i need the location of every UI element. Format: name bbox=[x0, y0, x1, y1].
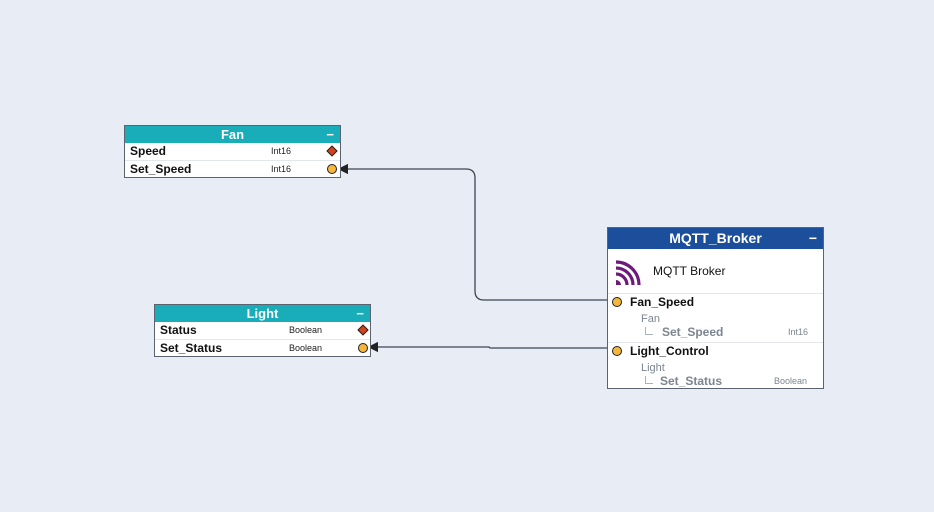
collapse-icon[interactable]: − bbox=[356, 306, 364, 321]
output-diamond-icon bbox=[357, 324, 369, 336]
channel-property: Set_Status bbox=[660, 374, 723, 388]
broker-label: MQTT Broker bbox=[653, 264, 726, 278]
light-row-set-status[interactable]: Set_Status Boolean bbox=[155, 339, 370, 356]
wire-light-control[interactable] bbox=[367, 341, 616, 353]
input-port-icon[interactable] bbox=[358, 343, 368, 353]
channel-name: Fan_Speed bbox=[630, 295, 695, 309]
property-name: Speed bbox=[130, 144, 167, 158]
broker-node-header[interactable]: MQTT_Broker − bbox=[608, 228, 823, 249]
property-type: Int16 bbox=[271, 146, 292, 156]
output-diamond-icon bbox=[326, 145, 338, 157]
wifi-signal-icon bbox=[615, 258, 643, 286]
collapse-icon[interactable]: − bbox=[326, 127, 334, 142]
input-port-icon[interactable] bbox=[327, 164, 337, 174]
property-name: Set_Status bbox=[160, 341, 223, 355]
tree-branch-icon bbox=[645, 376, 653, 384]
broker-channel-light-control[interactable]: Light_Control Light Set_Status Boolean bbox=[608, 343, 823, 390]
fan-node[interactable]: Fan − Speed Int16 Set_Speed Int16 bbox=[124, 125, 341, 178]
wire-fan-speed[interactable] bbox=[337, 163, 616, 301]
light-row-status[interactable]: Status Boolean bbox=[155, 322, 370, 339]
broker-channel-fan-speed[interactable]: Fan_Speed Fan Set_Speed Int16 bbox=[608, 294, 823, 343]
fan-node-title: Fan bbox=[220, 127, 245, 142]
mqtt-broker-node[interactable]: MQTT_Broker − MQTT Broker Fan_Speed Fan … bbox=[607, 227, 824, 389]
channel-property: Set_Speed bbox=[662, 325, 724, 339]
channel-name: Light_Control bbox=[630, 344, 709, 358]
channel-type: Int16 bbox=[788, 327, 809, 337]
tree-branch-icon bbox=[645, 327, 653, 335]
channel-device: Fan bbox=[641, 313, 660, 325]
property-type: Boolean bbox=[289, 325, 323, 335]
light-node[interactable]: Light − Status Boolean Set_Status Boolea… bbox=[154, 304, 371, 357]
channel-type: Boolean bbox=[774, 376, 808, 386]
collapse-icon[interactable]: − bbox=[808, 230, 817, 246]
output-port-icon[interactable] bbox=[612, 346, 622, 356]
fan-row-speed[interactable]: Speed Int16 bbox=[125, 143, 340, 160]
property-type: Boolean bbox=[289, 343, 323, 353]
property-name: Status bbox=[160, 323, 197, 337]
output-port-icon[interactable] bbox=[612, 297, 622, 307]
fan-row-set-speed[interactable]: Set_Speed Int16 bbox=[125, 160, 340, 177]
property-type: Int16 bbox=[271, 164, 292, 174]
broker-info: MQTT Broker bbox=[608, 249, 823, 294]
fan-node-header[interactable]: Fan − bbox=[125, 126, 340, 143]
broker-node-title: MQTT_Broker bbox=[669, 230, 762, 246]
property-name: Set_Speed bbox=[130, 162, 192, 176]
light-node-title: Light bbox=[246, 306, 279, 321]
light-node-header[interactable]: Light − bbox=[155, 305, 370, 322]
channel-device: Light bbox=[641, 362, 665, 374]
